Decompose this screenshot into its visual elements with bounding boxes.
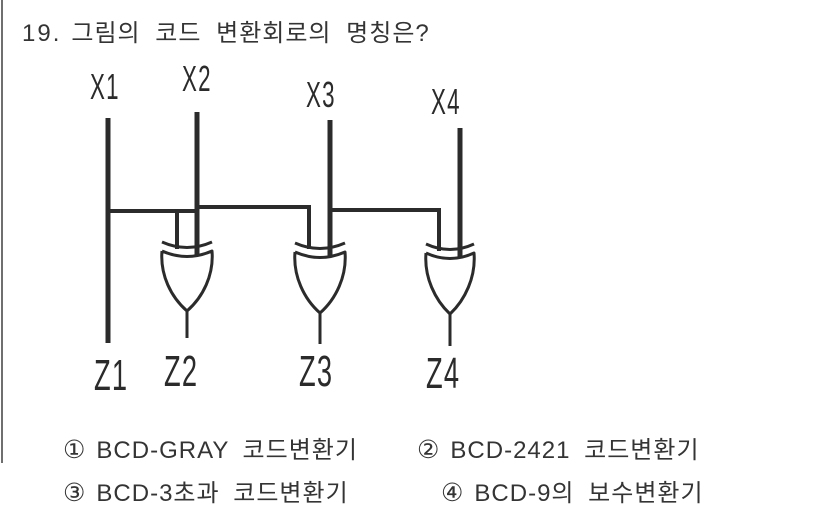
question-text: 그림의 코드 변환회로의 명칭은? bbox=[71, 20, 430, 47]
option-1: ① BCD-GRAY 코드변환기 bbox=[63, 430, 358, 465]
option-4-marker: ④ bbox=[441, 479, 464, 507]
xor-gate-3-body bbox=[424, 251, 476, 316]
xor-gate-1 bbox=[160, 240, 214, 338]
output-label-z4: Z4 bbox=[426, 349, 461, 398]
option-1-label: BCD-GRAY 코드변환기 bbox=[96, 437, 358, 464]
xor-gate-3 bbox=[424, 242, 476, 346]
question-number: 19. bbox=[22, 20, 62, 47]
xor-gate-2-extra-arc bbox=[294, 241, 346, 250]
option-1-marker: ① bbox=[63, 436, 86, 464]
input-label-x4: X4 bbox=[431, 81, 461, 122]
option-2: ② BCD-2421 코드변환기 bbox=[417, 430, 700, 465]
xor-gate-1-body bbox=[160, 249, 214, 313]
xor-gate-2-body bbox=[293, 250, 347, 315]
xor-gate-1-extra-arc bbox=[161, 240, 213, 249]
xor-gate-2 bbox=[293, 241, 347, 344]
input-label-x2: X2 bbox=[182, 58, 212, 99]
question-title: 19. 그림의 코드 변환회로의 명칭은? bbox=[22, 13, 430, 48]
option-3-label: BCD-3초과 코드변환기 bbox=[96, 480, 349, 507]
input-label-x3: X3 bbox=[306, 74, 336, 115]
input-label-x1: X1 bbox=[90, 66, 120, 107]
output-label-z2: Z2 bbox=[164, 347, 199, 396]
output-label-z3: Z3 bbox=[299, 347, 334, 396]
option-4: ④ BCD-9의 보수변환기 bbox=[441, 473, 704, 507]
output-label-z1: Z1 bbox=[94, 351, 129, 400]
option-2-marker: ② bbox=[417, 436, 440, 464]
option-4-label: BCD-9의 보수변환기 bbox=[474, 480, 704, 507]
option-3: ③ BCD-3초과 코드변환기 bbox=[63, 473, 349, 507]
option-2-label: BCD-2421 코드변환기 bbox=[450, 437, 700, 464]
xor-gate-3-extra-arc bbox=[425, 242, 475, 251]
option-3-marker: ③ bbox=[63, 479, 86, 507]
page-border-line bbox=[1, 0, 3, 463]
